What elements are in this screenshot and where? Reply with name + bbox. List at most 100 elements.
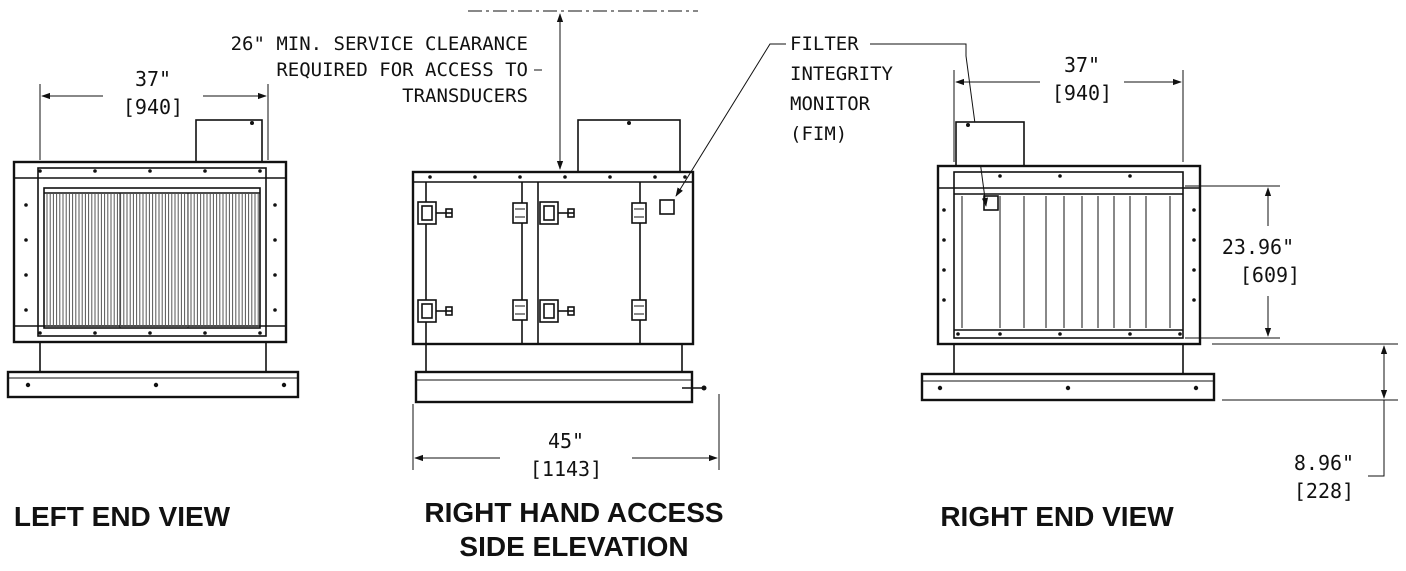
fastener xyxy=(273,308,277,312)
left-width-inches: 37" xyxy=(135,67,171,91)
fastener xyxy=(1192,268,1196,272)
transducer-box xyxy=(955,121,1025,167)
side-view-title-line2: SIDE ELEVATION xyxy=(459,531,688,562)
side-width-inches: 45" xyxy=(548,429,584,453)
fastener xyxy=(627,121,631,125)
callout-line2: INTEGRITY xyxy=(790,63,894,85)
fastener xyxy=(1058,174,1062,178)
base-rail xyxy=(920,372,1216,402)
fastener xyxy=(428,175,432,179)
callout-line1: FILTER xyxy=(790,33,859,55)
fim-sensor xyxy=(983,195,999,211)
door-hinge xyxy=(512,299,528,321)
clearance-note-line3: TRANSDUCERS xyxy=(402,85,528,107)
fastener xyxy=(148,331,152,335)
support-stand xyxy=(39,341,267,373)
fastener xyxy=(148,169,152,173)
fastener xyxy=(38,169,42,173)
door-hinge xyxy=(631,202,647,224)
filter-face xyxy=(43,187,261,329)
fastener xyxy=(273,238,277,242)
right-width-mm: [940] xyxy=(1052,81,1112,105)
side-width-mm: [1143] xyxy=(530,457,602,481)
fastener xyxy=(24,203,28,207)
housing-frame xyxy=(37,167,267,337)
fastener xyxy=(258,169,262,173)
fastener xyxy=(563,175,567,179)
right-end-view-title: RIGHT END VIEW xyxy=(940,501,1174,532)
latch-plate xyxy=(421,303,433,319)
side-view-title-line1: RIGHT HAND ACCESS xyxy=(424,497,723,528)
fastener xyxy=(93,331,97,335)
right-width-inches: 37" xyxy=(1064,53,1100,77)
latch-plate xyxy=(421,205,433,221)
door-latch xyxy=(539,201,575,225)
callout-line4: (FIM) xyxy=(790,123,847,145)
left-width-mm: [940] xyxy=(123,95,183,119)
latch-grip xyxy=(567,306,575,316)
callout-leader-side xyxy=(675,43,786,197)
right-end-view: 37" [940] 23.96" [609] 8.96" [ xyxy=(920,53,1398,532)
fastener xyxy=(683,175,687,179)
door-hardware xyxy=(417,201,647,323)
fastener xyxy=(1178,332,1182,336)
fastener xyxy=(942,238,946,242)
fastener xyxy=(998,332,1002,336)
top-fasteners xyxy=(428,175,687,179)
fastener xyxy=(608,175,612,179)
latch-grip xyxy=(445,208,453,218)
fastener xyxy=(258,331,262,335)
side-elevation-view: 26" MIN. SERVICE CLEARANCE REQUIRED FOR … xyxy=(231,10,724,562)
door-hinge xyxy=(631,299,647,321)
base-height-mm: [228] xyxy=(1294,479,1354,503)
latch-plate xyxy=(543,205,555,221)
fastener xyxy=(203,169,207,173)
fastener xyxy=(942,298,946,302)
fastener xyxy=(1192,238,1196,242)
base-rail xyxy=(6,370,300,399)
base-bolt xyxy=(153,382,159,388)
drain-fitting-end xyxy=(701,385,707,391)
door-latch xyxy=(417,299,453,323)
fastener xyxy=(942,208,946,212)
fastener xyxy=(24,238,28,242)
fastener xyxy=(1128,332,1132,336)
housing-frame xyxy=(953,171,1184,339)
right-height-inches: 23.96" xyxy=(1222,235,1294,259)
fim-callout: FILTER INTEGRITY MONITOR (FIM) xyxy=(675,33,989,207)
fastener xyxy=(24,308,28,312)
fastener xyxy=(966,123,970,127)
base-bolt xyxy=(937,385,943,391)
fastener xyxy=(38,331,42,335)
fastener xyxy=(518,175,522,179)
base-bolt xyxy=(25,382,31,388)
fastener xyxy=(1128,174,1132,178)
latch-plate xyxy=(543,303,555,319)
fastener xyxy=(273,273,277,277)
fastener xyxy=(1058,332,1062,336)
door-latch xyxy=(417,201,453,225)
fastener xyxy=(250,121,254,125)
clearance-note-line1: 26" MIN. SERVICE CLEARANCE xyxy=(231,33,528,55)
fastener xyxy=(653,175,657,179)
fastener xyxy=(942,268,946,272)
base-rail xyxy=(414,370,694,404)
right-height-mm: [609] xyxy=(1240,263,1300,287)
callout-line3: MONITOR xyxy=(790,93,871,115)
base-bolt xyxy=(1065,385,1071,391)
frame-fasteners xyxy=(24,169,277,335)
filter-slats xyxy=(961,196,1171,328)
support-stand xyxy=(425,343,683,373)
fastener xyxy=(93,169,97,173)
transducer-box xyxy=(577,119,681,173)
fastener xyxy=(273,203,277,207)
fim-sensor xyxy=(659,199,675,215)
left-end-view: 37" [940] LEFT END VIEW xyxy=(6,67,300,532)
clearance-note-line2: REQUIRED FOR ACCESS TO xyxy=(276,59,528,81)
latch-grip xyxy=(567,208,575,218)
hinge-body xyxy=(631,202,647,224)
base-bolt xyxy=(281,382,287,388)
base-bolt xyxy=(1193,385,1199,391)
housing-outer xyxy=(936,164,1202,346)
support-stand xyxy=(953,343,1184,375)
